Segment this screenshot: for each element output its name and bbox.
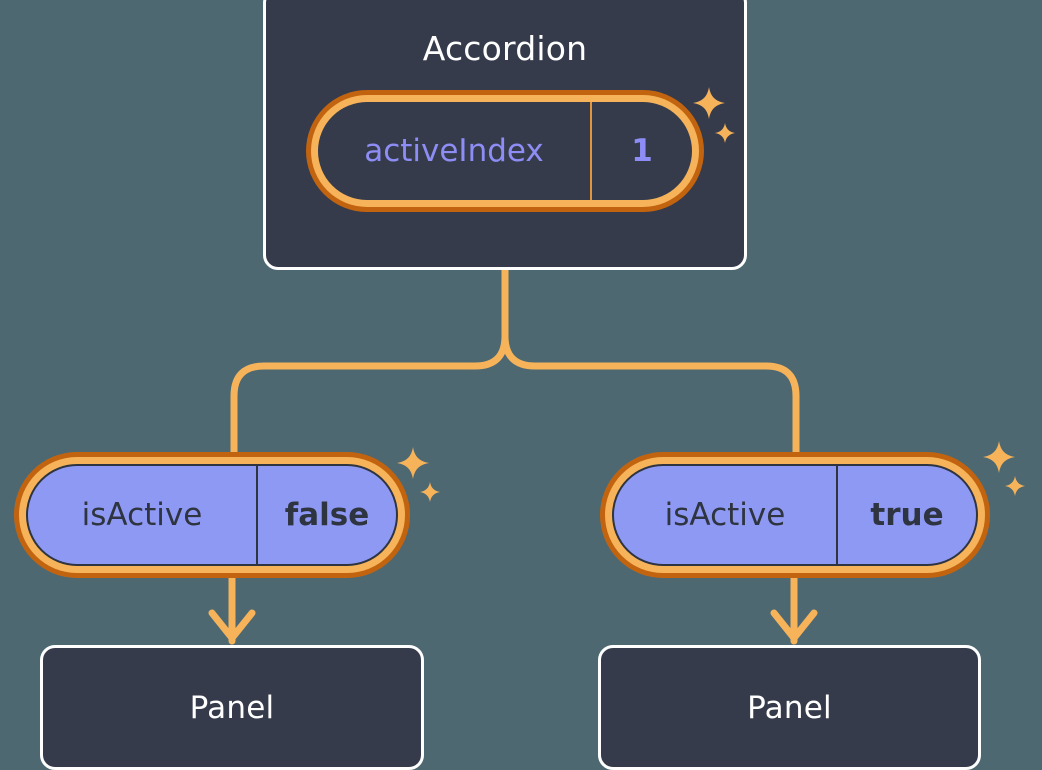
state-pill-value: true bbox=[870, 497, 944, 533]
arrow-head-left bbox=[208, 609, 256, 642]
arrow-head-right bbox=[770, 609, 818, 642]
wire-branch-right bbox=[501, 332, 800, 459]
state-pill-key: isActive bbox=[28, 466, 258, 564]
state-pill-isactive-true[interactable]: isActive true bbox=[600, 452, 990, 578]
panel-title: Panel bbox=[747, 689, 832, 726]
state-pill-activeindex[interactable]: activeIndex 1 bbox=[306, 90, 704, 212]
wire-branch-left bbox=[230, 332, 509, 459]
pill-content: isActive true bbox=[612, 464, 978, 566]
state-pill-key: activeIndex bbox=[318, 102, 592, 200]
pill-band: isActive false bbox=[19, 457, 405, 573]
state-pill-value: 1 bbox=[631, 133, 653, 169]
panel-node-left[interactable]: Panel bbox=[40, 645, 424, 770]
accordion-title: Accordion bbox=[422, 29, 588, 68]
pill-content: activeIndex 1 bbox=[318, 102, 692, 200]
accordion-node[interactable]: Accordion activeIndex 1 bbox=[263, 0, 747, 270]
pill-band: isActive true bbox=[605, 457, 985, 573]
panel-node-right[interactable]: Panel bbox=[598, 645, 981, 770]
pill-band: activeIndex 1 bbox=[311, 95, 699, 207]
panel-title: Panel bbox=[189, 689, 275, 726]
state-pill-isactive-false[interactable]: isActive false bbox=[14, 452, 410, 578]
pill-content: isActive false bbox=[26, 464, 398, 566]
state-pill-key: isActive bbox=[614, 466, 838, 564]
state-pill-value: false bbox=[284, 497, 370, 533]
